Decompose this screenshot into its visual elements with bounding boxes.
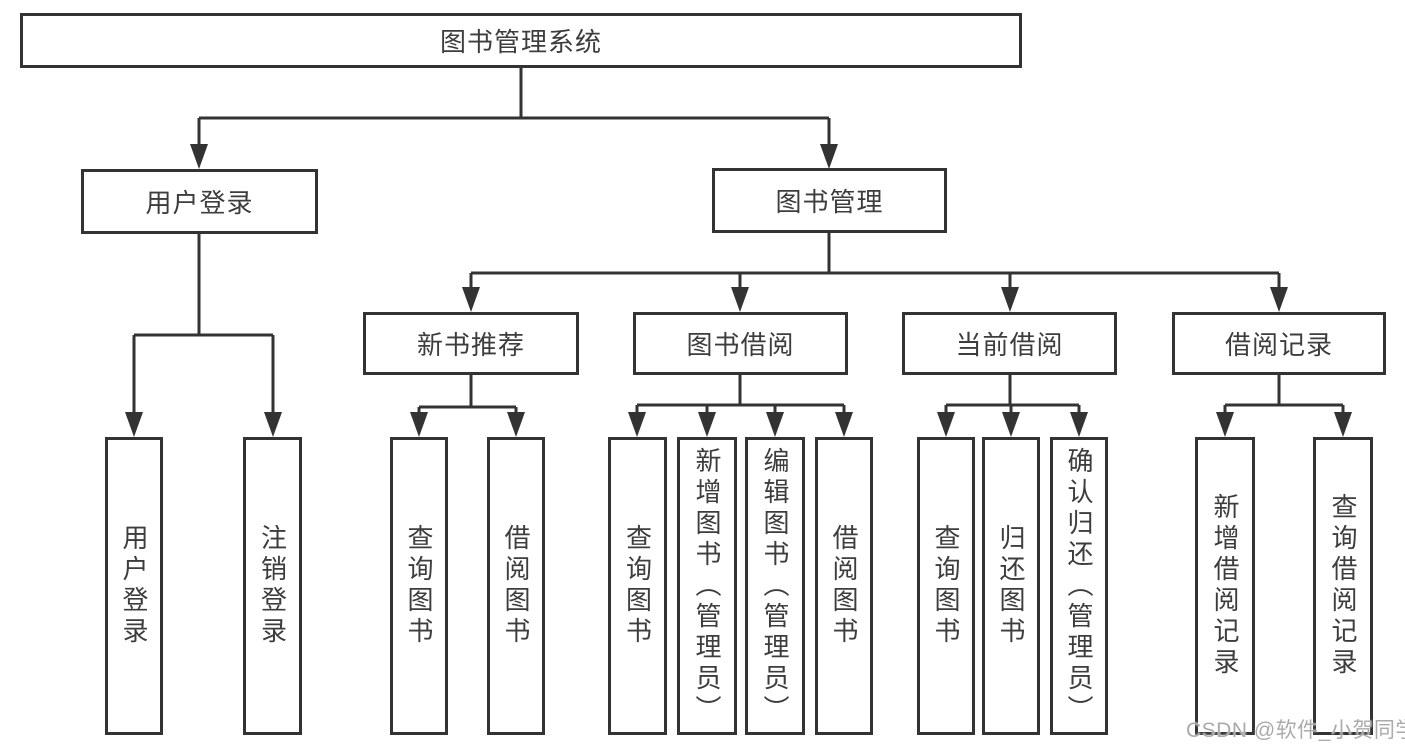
arrow-down-icon	[1002, 412, 1020, 437]
arrow-down-icon	[1334, 412, 1352, 437]
arrow-down-icon	[731, 287, 749, 312]
node-user-login: 用户登录	[81, 169, 318, 234]
node-new-book-recommend: 新书推荐	[363, 312, 579, 375]
arrow-down-icon	[835, 412, 853, 437]
arrow-down-icon	[937, 412, 955, 437]
leaf-add-books-admin: 新增图书（管理员）	[677, 437, 737, 735]
arrow-down-icon	[462, 287, 480, 312]
leaf-label: 新增图书（管理员）	[692, 446, 722, 726]
arrow-down-icon	[1216, 412, 1234, 437]
leaf-label: 查询图书	[404, 524, 434, 648]
leaf-edit-books-admin: 编辑图书（管理员）	[745, 437, 805, 735]
leaf-label: 用户登录	[119, 524, 149, 648]
leaf-label: 查询图书	[931, 524, 961, 648]
leaf-label: 借阅图书	[501, 524, 531, 648]
leaf-borrow-books-2: 借阅图书	[815, 437, 873, 735]
arrow-down-icon	[1001, 287, 1019, 312]
leaf-label: 查询图书	[622, 524, 653, 648]
leaf-label: 注销登录	[257, 524, 288, 648]
leaf-add-borrow-record: 新增借阅记录	[1195, 437, 1255, 735]
leaf-label: 新增借阅记录	[1210, 493, 1240, 679]
arrow-down-icon	[1070, 412, 1088, 437]
leaf-label: 查询借阅记录	[1328, 493, 1358, 679]
leaf-query-books-2: 查询图书	[608, 437, 667, 735]
leaf-return-books: 归还图书	[982, 437, 1040, 735]
node-book-management: 图书管理	[712, 168, 947, 233]
leaf-user-login: 用户登录	[105, 437, 163, 735]
leaf-query-borrow-record: 查询借阅记录	[1313, 437, 1373, 735]
leaf-logout: 注销登录	[243, 437, 302, 735]
arrow-down-icon	[264, 412, 282, 437]
arrow-down-icon	[410, 412, 428, 437]
arrow-down-icon	[698, 412, 716, 437]
node-root: 图书管理系统	[20, 13, 1022, 68]
node-current-borrow: 当前借阅	[902, 312, 1117, 375]
csdn-watermark: CSDN @软件_小贺同学	[1186, 719, 1405, 742]
arrow-down-icon	[820, 144, 838, 169]
leaf-label: 归还图书	[996, 524, 1026, 648]
leaf-label: 确认归还（管理员）	[1064, 446, 1094, 726]
leaf-label: 借阅图书	[829, 524, 859, 648]
arrowheads	[125, 144, 1352, 437]
arrow-down-icon	[1270, 287, 1288, 312]
leaf-confirm-return-admin: 确认归还（管理员）	[1050, 437, 1108, 735]
leaf-query-books-3: 查询图书	[917, 437, 975, 735]
node-book-borrow: 图书借阅	[633, 312, 848, 375]
tree-edges	[132, 68, 1345, 416]
arrow-down-icon	[125, 412, 143, 437]
arrow-down-icon	[190, 144, 208, 169]
arrow-down-icon	[507, 412, 525, 437]
node-borrow-record: 借阅记录	[1172, 312, 1386, 375]
arrow-down-icon	[766, 412, 784, 437]
leaf-query-books-1: 查询图书	[390, 437, 448, 735]
leaf-borrow-books-1: 借阅图书	[487, 437, 545, 735]
leaf-label: 编辑图书（管理员）	[760, 446, 790, 726]
arrow-down-icon	[628, 412, 646, 437]
